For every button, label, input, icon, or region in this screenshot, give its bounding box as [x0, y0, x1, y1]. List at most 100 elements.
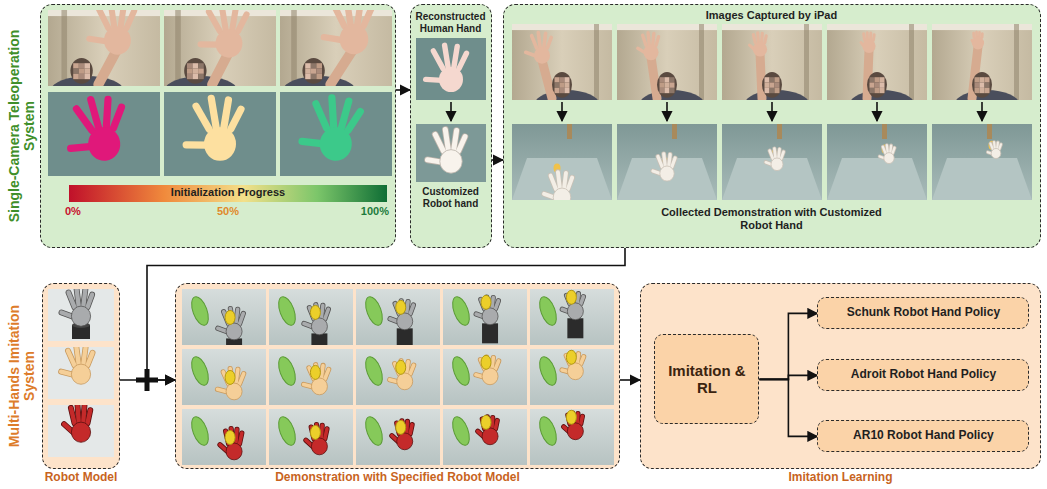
finger: [770, 151, 773, 159]
head: [302, 58, 324, 84]
palm: [311, 318, 327, 335]
pixelated-face: [875, 77, 880, 82]
image-background: [356, 409, 440, 465]
finger: [669, 154, 671, 166]
finger: [999, 144, 1001, 149]
finger: [87, 295, 92, 308]
palm: [534, 47, 550, 64]
image-background: [48, 347, 114, 399]
finger: [581, 416, 583, 424]
finger: [760, 33, 764, 42]
sim-floor: [932, 158, 1032, 200]
finger: [325, 429, 327, 439]
finger: [325, 309, 329, 319]
pixelated-face: [193, 63, 199, 68]
finger: [993, 142, 996, 149]
palm: [482, 368, 498, 385]
palm: [397, 313, 413, 330]
pixelated-face: [79, 69, 85, 74]
head: [184, 58, 206, 84]
finger: [410, 425, 412, 434]
section-label: Multi-Hands Imitation System: [7, 286, 38, 466]
finger: [410, 425, 412, 434]
finger: [68, 351, 75, 366]
flow-arrow: [450, 102, 452, 121]
flow-arrow: [876, 102, 878, 121]
bottle: [188, 355, 211, 388]
finger: [329, 98, 337, 129]
bottle: [536, 295, 559, 328]
palm: [440, 150, 462, 174]
finger: [872, 35, 876, 40]
finger: [238, 14, 247, 31]
door-frame: [804, 24, 809, 100]
pixelated-face: [560, 77, 565, 82]
bottle: [536, 355, 559, 388]
image-background: [164, 10, 276, 86]
head: [972, 72, 992, 98]
panel-caption: Imitation Learning: [788, 470, 892, 484]
image-background: [280, 92, 392, 176]
object: [225, 370, 235, 384]
finger: [348, 110, 360, 131]
pixelated-face: [985, 77, 990, 82]
finger: [98, 10, 108, 28]
finger: [658, 157, 662, 167]
finger: [111, 107, 123, 128]
door-frame: [1014, 24, 1019, 100]
finger: [127, 11, 135, 28]
finger: [222, 10, 226, 31]
robot-base: [397, 328, 413, 345]
pixelated-face: [560, 88, 565, 93]
finger: [495, 361, 498, 369]
head: [762, 72, 782, 98]
palm: [567, 423, 583, 440]
pixelated-face: [980, 83, 985, 88]
finger: [410, 365, 414, 374]
object: [882, 145, 889, 154]
finger: [975, 32, 978, 37]
palm: [753, 42, 767, 57]
image-background: [269, 349, 353, 405]
object: [225, 430, 235, 444]
image-background: [164, 92, 276, 176]
finger: [664, 154, 666, 167]
image-background: [269, 289, 353, 345]
finger: [643, 35, 646, 45]
finger: [76, 107, 91, 131]
panel-ground: [640, 283, 1041, 469]
robot-model-panel: Robot Model: [42, 283, 120, 469]
finger: [778, 149, 779, 159]
finger: [445, 45, 449, 68]
panel-caption: Collected Demonstration with Customized …: [654, 206, 889, 231]
pixelated-face: [765, 83, 770, 88]
finger: [492, 298, 493, 309]
goal-rod: [777, 124, 782, 139]
pixelated-face: [316, 63, 322, 68]
bottle: [362, 355, 385, 388]
finger: [544, 33, 546, 48]
pixelated-face: [193, 74, 199, 79]
finger: [648, 33, 649, 46]
palm: [104, 26, 131, 54]
pixelated-face: [565, 83, 570, 88]
pixelated-face: [660, 88, 665, 93]
progress-title: Initialization Progress: [69, 184, 387, 201]
finger: [87, 295, 92, 308]
finger: [756, 33, 760, 43]
pixelated-face: [870, 77, 875, 82]
finger: [321, 425, 322, 439]
finger: [495, 420, 497, 428]
pixelated-face: [975, 88, 980, 93]
finger: [454, 131, 457, 152]
finger: [91, 99, 99, 130]
flow-arrow: [561, 102, 563, 121]
palm: [567, 303, 583, 320]
finger: [364, 10, 372, 26]
pixelated-face: [305, 74, 311, 79]
flow-connector: [620, 379, 640, 381]
finger: [495, 361, 498, 369]
finger: [239, 313, 243, 324]
panel-caption: Robot Model: [45, 470, 118, 484]
pixelated-face: [880, 83, 885, 88]
